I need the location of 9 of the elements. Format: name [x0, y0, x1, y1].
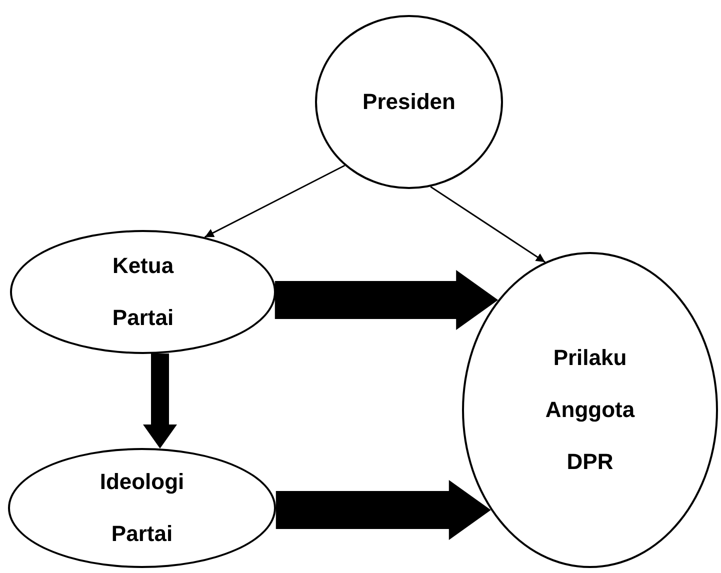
node-label: Ideologi Partai	[98, 468, 186, 548]
block-arrow	[274, 270, 498, 330]
node-label: Prilaku Anggota DPR	[544, 344, 636, 476]
node-label: Presiden	[362, 88, 456, 116]
node-label: Ketua Partai	[111, 252, 175, 332]
block-arrow	[143, 354, 177, 448]
arrow	[204, 164, 346, 238]
arrow	[430, 186, 546, 263]
block-arrow	[276, 480, 491, 540]
